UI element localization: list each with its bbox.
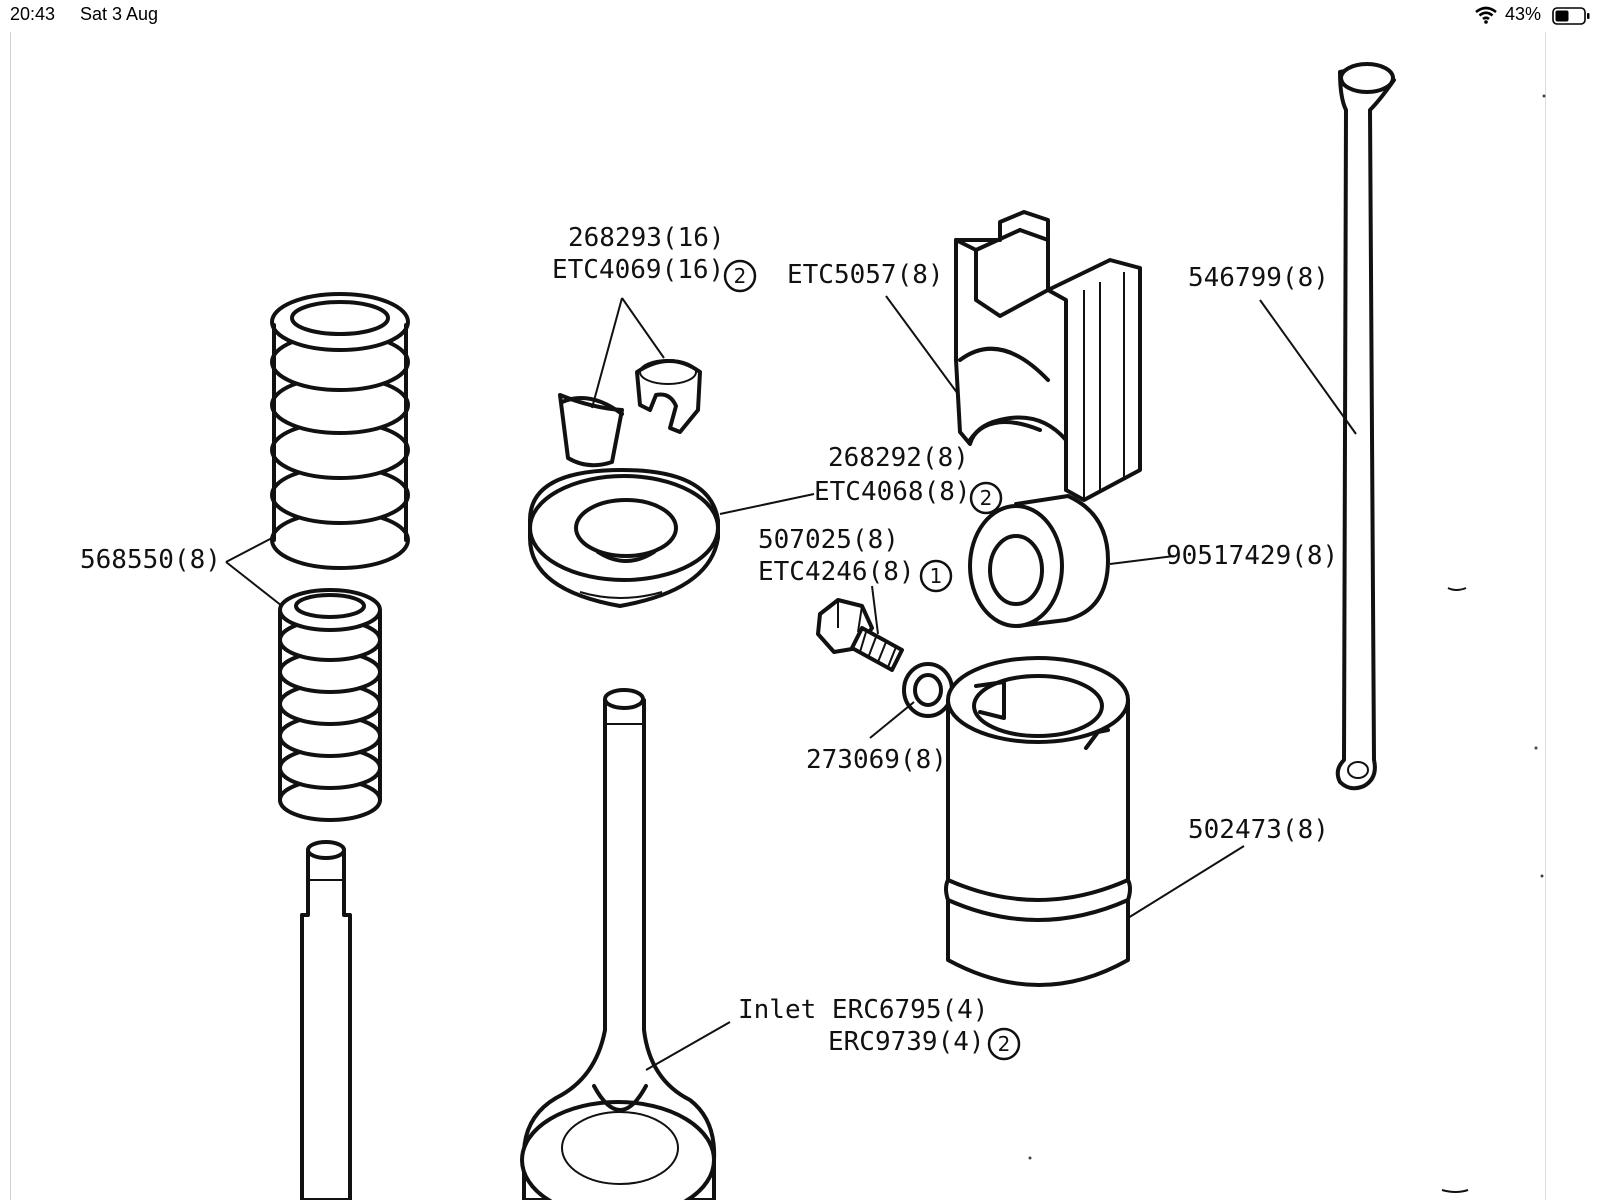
- note-number: 1: [930, 564, 943, 588]
- status-time: 20:43: [10, 4, 56, 24]
- inlet-valve: [520, 688, 717, 1200]
- label-roller: 90517429(8): [1166, 541, 1338, 571]
- inner-valve-spring: [278, 588, 382, 822]
- status-bar: 20:43 Sat 3 Aug 43%: [0, 0, 1600, 32]
- note-number: 2: [734, 264, 747, 288]
- note-circle-icon: [723, 259, 757, 293]
- pushrod: [1335, 62, 1396, 791]
- note-number: 2: [998, 1032, 1011, 1056]
- leader-lines: [225, 295, 1357, 1071]
- tappet-body: [944, 656, 1132, 987]
- page-edge: [10, 32, 11, 1200]
- wifi-icon: [1475, 6, 1497, 24]
- label-cap-b: ETC4068(8): [814, 477, 971, 507]
- label-pushrod: 546799(8): [1188, 263, 1329, 293]
- valve-spring-cap: [528, 468, 720, 608]
- label-screw-b: ETC4246(8): [758, 557, 915, 587]
- adjusting-screw: [816, 598, 904, 672]
- note-number: 2: [980, 486, 993, 510]
- scan-marks: [1028, 94, 1546, 1193]
- label-collet-a: 268293(16): [568, 223, 725, 253]
- status-date: Sat 3 Aug: [80, 4, 159, 24]
- label-valve-a: Inlet ERC6795(4): [738, 995, 988, 1025]
- label-spring: 568550(8): [80, 545, 221, 575]
- lock-washer: [902, 662, 954, 718]
- exhaust-valve-stem: [300, 840, 352, 1200]
- battery-percent: 43%: [1505, 4, 1542, 24]
- page-edge: [1545, 32, 1546, 1200]
- valve-collet-left: [558, 393, 624, 468]
- note-circle-icon: [919, 559, 953, 593]
- label-valve-b: ERC9739(4): [828, 1027, 985, 1057]
- battery-icon: [1552, 7, 1590, 25]
- label-washer: 273069(8): [806, 745, 947, 775]
- label-tappet: 502473(8): [1188, 815, 1329, 845]
- note-circle-icon: [969, 481, 1003, 515]
- label-screw-a: 507025(8): [758, 525, 899, 555]
- note-circle-icon: [987, 1027, 1021, 1061]
- label-collet-b: ETC4069(16): [552, 255, 724, 285]
- tappet-guide-block: [954, 210, 1142, 502]
- outer-valve-spring: [270, 292, 410, 570]
- tappet-roller: [968, 494, 1110, 628]
- valve-collet-right: [635, 359, 702, 434]
- part-labels: 268293(16) ETC4069(16) 2 ETC5057(8) 5467…: [80, 223, 1338, 1061]
- label-rocker-block: ETC5057(8): [787, 260, 944, 290]
- label-cap-a: 268292(8): [828, 443, 969, 473]
